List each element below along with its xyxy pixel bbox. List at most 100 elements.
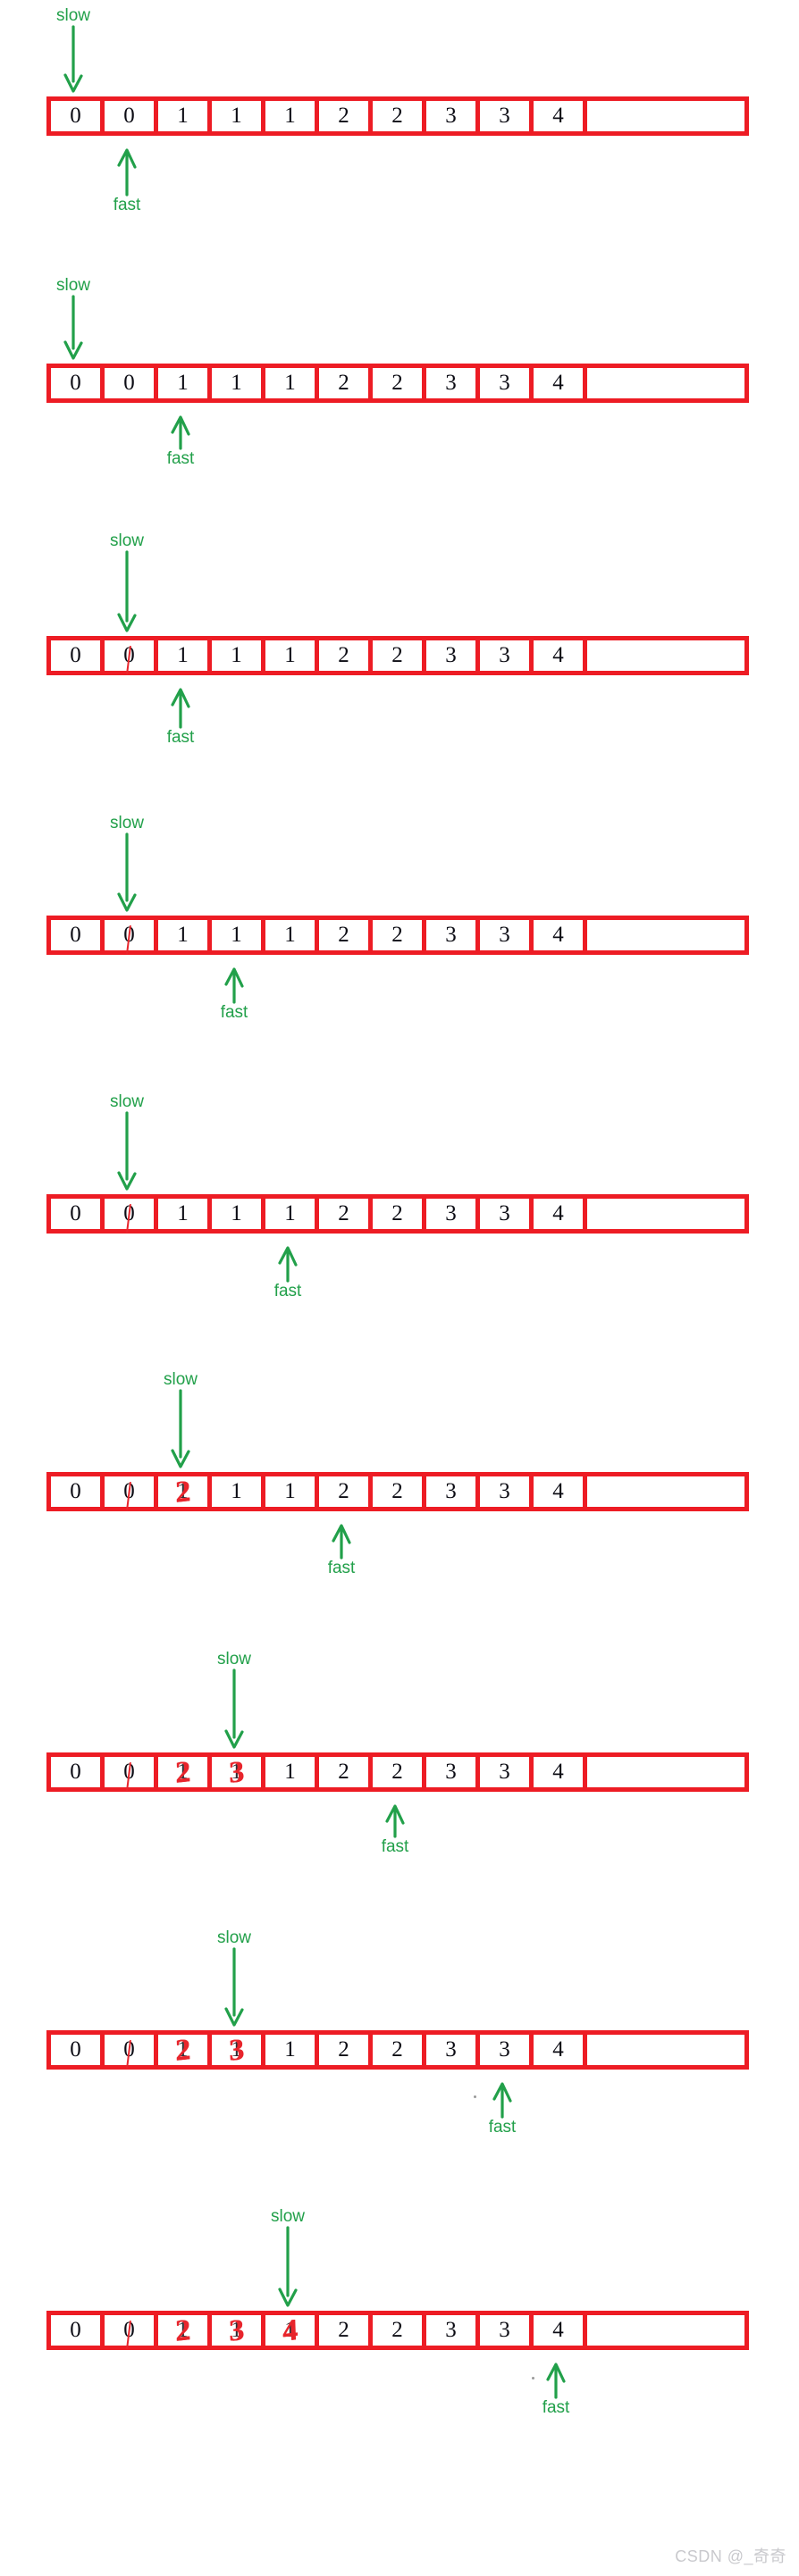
cell-value: 0 (70, 1760, 81, 1784)
array-cell: 0 (105, 1476, 158, 1511)
cell-value: 0 (123, 1760, 135, 1784)
cell-value: 0 (123, 104, 135, 128)
array-cell: 3 (426, 101, 480, 131)
stray-pen-dot (532, 2377, 534, 2379)
cell-value: 1 (284, 923, 296, 947)
cell-value: 1 (231, 2037, 242, 2062)
fast-pointer: fast (154, 688, 207, 747)
slow-pointer-label: slow (216, 1650, 251, 1669)
slow-pointer-label: slow (216, 1928, 251, 1947)
cell-value: 0 (123, 371, 135, 395)
array-cell: 0 (51, 920, 105, 950)
cell-value: 1 (231, 1201, 242, 1225)
array-cell: 0 (51, 1476, 105, 1507)
cell-value: 2 (338, 1479, 349, 1503)
array-cell: 0 (51, 2315, 105, 2346)
fast-pointer: fast (100, 148, 154, 214)
array-cell: 2 (319, 101, 373, 131)
cell-value: 3 (499, 1201, 510, 1225)
cell-value: 0 (123, 2318, 135, 2342)
cell-value: 1 (177, 371, 189, 395)
cell-value: 1 (284, 1479, 296, 1503)
fast-pointer-label: fast (220, 1003, 248, 1022)
array-cell: 4 (534, 2315, 587, 2346)
arrow-up-icon (100, 148, 154, 197)
cell-value: 1 (284, 1201, 296, 1225)
array-cell: 2 (319, 640, 373, 671)
array-cell: 4 (534, 1476, 587, 1507)
cell-value: 4 (552, 1479, 564, 1503)
array-cell: 2 (373, 2035, 426, 2065)
cell-value: 2 (391, 1201, 403, 1225)
arrow-up-icon (261, 1246, 315, 1283)
array-cell: 2 (373, 101, 426, 131)
array-cell: 1 (265, 101, 319, 131)
arrow-up-icon (315, 1524, 368, 1560)
cell-value: 3 (445, 1479, 457, 1503)
array-cell-empty-tail (587, 1757, 744, 1787)
array-cell: 0 (51, 368, 105, 398)
slow-pointer: slow (100, 532, 154, 632)
cell-value: 3 (445, 104, 457, 128)
slow-pointer: slow (100, 815, 154, 912)
cell-value: 3 (499, 1479, 510, 1503)
array-cell: 0 (51, 2035, 105, 2065)
cell-value: 2 (391, 1479, 403, 1503)
slow-pointer-label: slow (163, 1370, 198, 1389)
slow-pointer-label: slow (109, 1092, 144, 1111)
cell-value: 3 (445, 643, 457, 667)
cell-value: 1 (284, 643, 296, 667)
array-cell: 2 (373, 1476, 426, 1507)
fast-pointer-label: fast (381, 1837, 409, 1856)
array-cell: 1 (265, 920, 319, 950)
cell-value: 3 (445, 923, 457, 947)
cell-value: 1 (177, 104, 189, 128)
cell-value: 1 (284, 371, 296, 395)
cell-value: 1 (231, 1479, 242, 1503)
arrow-down-icon (261, 2226, 315, 2307)
array-cell: 0 (105, 2035, 158, 2070)
cell-value: 0 (70, 2318, 81, 2342)
array-cell-empty-tail (587, 2315, 744, 2346)
cell-value: 1 (284, 2037, 296, 2062)
array-cell: 3 (480, 1757, 534, 1787)
cell-value: 0 (123, 1201, 135, 1225)
cell-value: 4 (552, 2318, 564, 2342)
array-cell: 2 (373, 920, 426, 950)
array-cell: 1 (212, 368, 265, 398)
array-cell: 4 (534, 1757, 587, 1787)
array-cell: 3 (426, 368, 480, 398)
array-cell: 2 (319, 2315, 373, 2346)
cell-value: 2 (391, 2318, 403, 2342)
cell-value: 0 (70, 2037, 81, 2062)
csdn-watermark: CSDN @_奇奇 (675, 2547, 786, 2565)
fast-pointer: fast (261, 1246, 315, 1301)
array-cell: 1 (212, 640, 265, 671)
arrow-up-icon (154, 415, 207, 450)
cell-value: 2 (391, 1760, 403, 1784)
arrow-down-icon (207, 1669, 261, 1749)
array-cell: 1 (212, 1476, 265, 1507)
cell-value: 2 (391, 104, 403, 128)
cell-value: 2 (338, 643, 349, 667)
cell-value: 3 (499, 104, 510, 128)
cell-value: 4 (552, 104, 564, 128)
fast-pointer-label: fast (273, 1282, 302, 1301)
cell-value: 3 (499, 2037, 510, 2062)
cell-value: 1 (231, 643, 242, 667)
array-cell: 3 (426, 1757, 480, 1787)
array-cell: 3 (426, 2035, 480, 2065)
cell-value: 2 (391, 643, 403, 667)
arrow-up-icon (207, 967, 261, 1004)
array-cell: 4 (534, 368, 587, 398)
cell-value: 2 (338, 1760, 349, 1784)
cell-value: 1 (177, 1479, 189, 1503)
array-cell: 2 (319, 2035, 373, 2065)
cell-value: 4 (552, 371, 564, 395)
cell-value: 2 (391, 2037, 403, 2062)
